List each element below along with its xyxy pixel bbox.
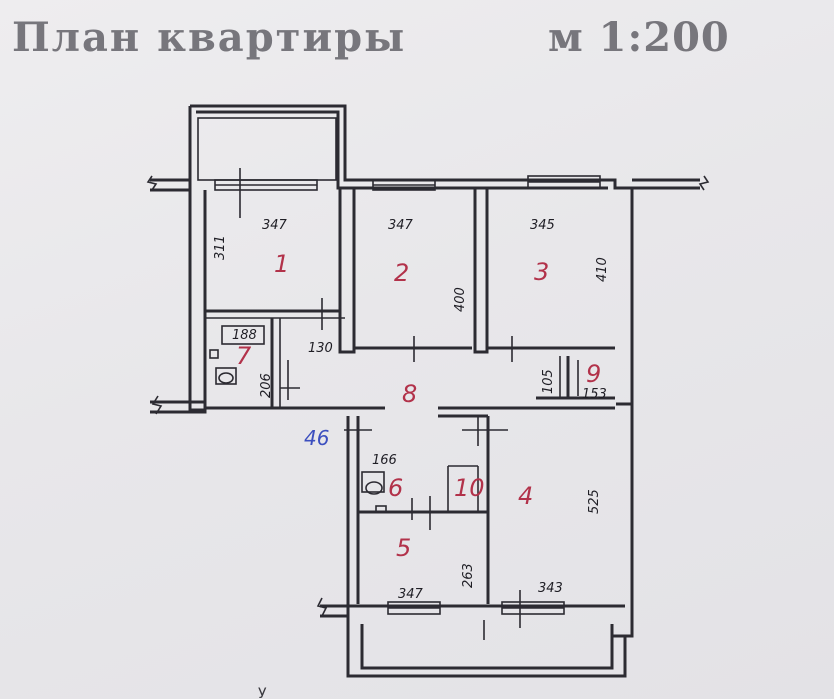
break-marks (146, 175, 710, 617)
dim-r9-width: 153 (582, 387, 607, 402)
dim-r5-height: 263 (461, 563, 476, 588)
room-number-1: 1 (274, 250, 289, 278)
windows-top (214, 175, 601, 191)
room-number-5: 5 (396, 534, 411, 562)
balcony-top (197, 117, 337, 181)
windows-bottom (387, 601, 565, 615)
fixtures (209, 325, 387, 513)
dim-r3-width: 345 (530, 218, 555, 233)
room-number-8: 8 (402, 380, 417, 408)
dim-r9-height: 105 (541, 369, 556, 394)
room-number-10: 10 (454, 474, 485, 502)
dim-r4-height: 525 (587, 489, 602, 514)
room-number-9: 9 (586, 360, 601, 388)
room-number-7: 7 (236, 342, 252, 370)
annotation-mark: 46 (304, 426, 329, 450)
scale-label: м 1:200 (548, 14, 730, 61)
door-marks (239, 168, 579, 640)
room-number-2: 2 (394, 259, 409, 287)
dim-r2-height: 400 (453, 287, 468, 312)
footer-fragment: У (258, 686, 267, 699)
dim-r1-height: 311 (213, 235, 228, 260)
dim-r5-width: 347 (398, 587, 424, 602)
dim-r8: 130 (308, 341, 333, 356)
dim-r2-width: 347 (388, 218, 414, 233)
dim-r4-width: 343 (538, 581, 563, 596)
dim-r3-height: 410 (595, 257, 610, 282)
dim-r7-width: 188 (232, 328, 257, 343)
page-title: План квартиры (12, 14, 407, 61)
room-number-4: 4 (518, 482, 533, 510)
dim-r7-height: 206 (259, 373, 274, 398)
room-number-6: 6 (388, 474, 403, 502)
room-number-3: 3 (534, 258, 549, 286)
dim-r1-width: 347 (262, 218, 288, 233)
outer-walls (150, 104, 700, 678)
dim-r6-width: 166 (372, 453, 397, 468)
